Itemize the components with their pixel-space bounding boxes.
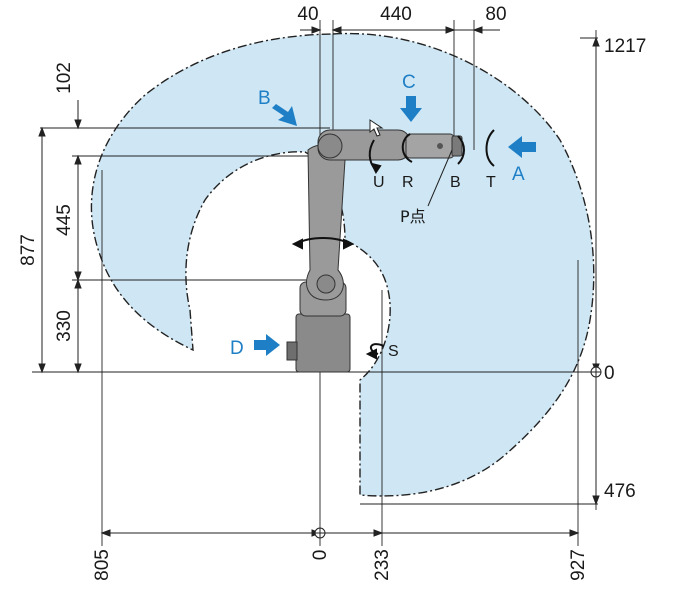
callout-arrows — [254, 96, 536, 356]
dim-bottom-0: 0 — [310, 550, 331, 561]
dim-bottom-927: 927 — [568, 549, 589, 581]
dim-bottom-805: 805 — [92, 549, 113, 581]
robot-base-connector — [286, 341, 298, 361]
origin-marker-right — [590, 366, 602, 378]
dim-top-40: 40 — [297, 4, 318, 25]
p-point-label: P点 — [400, 207, 426, 226]
callout-d: D — [230, 338, 244, 359]
robot-wrist — [405, 133, 455, 159]
origin-marker-bottom — [314, 527, 326, 539]
arrow-a-icon — [508, 136, 536, 158]
dim-right-1217: 1217 — [604, 36, 646, 57]
axis-s-label: S — [388, 343, 399, 360]
arrow-b-icon — [272, 104, 297, 126]
callout-c: C — [402, 72, 416, 93]
rotation-arrows — [291, 129, 495, 360]
dim-top-80: 80 — [485, 4, 506, 25]
axis-t-label: T — [486, 174, 496, 191]
dim-right-476: 476 — [604, 481, 636, 502]
axis-u-label: U — [373, 174, 385, 191]
dim-top-440: 440 — [380, 4, 412, 25]
axis-b-label: B — [450, 174, 461, 191]
callout-b: B — [258, 88, 271, 109]
dim-left-445: 445 — [54, 204, 75, 236]
dim-left-102: 102 — [54, 62, 75, 94]
dim-right-0: 0 — [604, 363, 615, 384]
dim-bottom-233: 233 — [372, 549, 393, 581]
dim-left-330: 330 — [54, 310, 75, 342]
robot-base — [295, 313, 351, 373]
dimension-lines — [38, 26, 600, 537]
robot-flange — [451, 135, 463, 157]
work-envelope — [90, 32, 595, 497]
dim-left-877: 877 — [18, 234, 39, 266]
axis-r-label: R — [402, 174, 414, 191]
p-point-leader — [427, 149, 453, 207]
hand-cursor-icon — [369, 119, 384, 137]
callout-a: A — [512, 164, 525, 185]
robot-arm — [286, 129, 463, 373]
arrow-d-icon — [254, 334, 280, 356]
arrow-c-icon — [400, 96, 422, 122]
